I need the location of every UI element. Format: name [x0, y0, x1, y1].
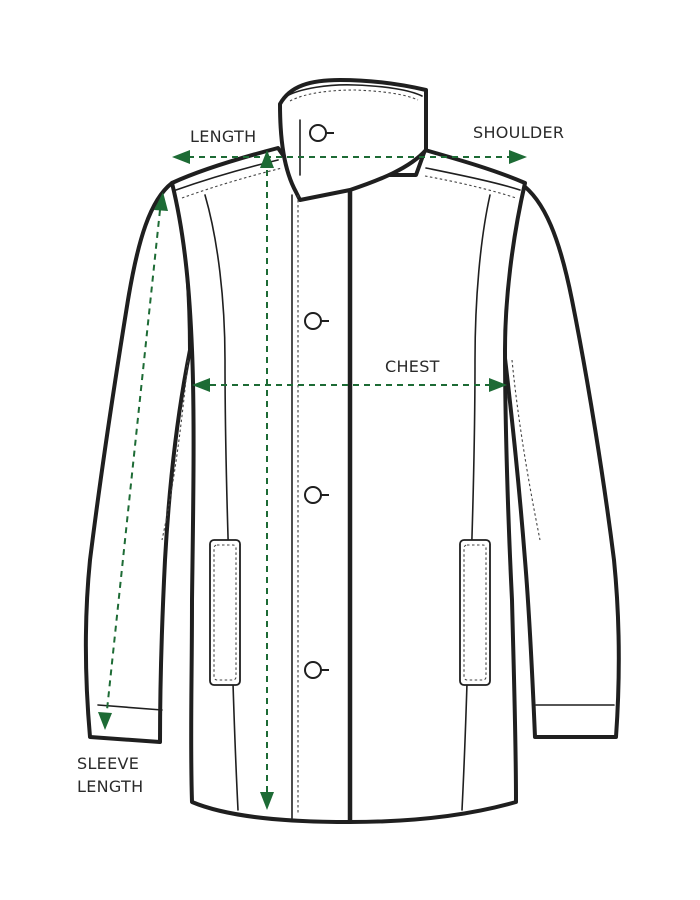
left-side-stitching — [161, 359, 189, 541]
shoulder-label: SHOULDER — [473, 123, 564, 142]
sleeve-measure-line — [106, 209, 161, 711]
right-panel-seam — [461, 194, 491, 811]
length-label: LENGTH — [190, 127, 256, 146]
left-pocket-flap — [209, 539, 241, 686]
sleeve-arrow-bottom — [98, 712, 112, 730]
sleeve-length-label-line1: SLEEVE — [77, 754, 139, 773]
right-sleeve — [502, 181, 621, 739]
right-pocket-stitching — [463, 544, 487, 681]
right-side-stitching — [511, 359, 541, 541]
chest-label: CHEST — [385, 357, 440, 376]
collar-stitching — [289, 89, 419, 102]
shoulder-arrow-right — [509, 150, 527, 164]
right-pocket-flap — [459, 539, 491, 686]
sleeve-length-label-line2: LENGTH — [77, 777, 143, 796]
shoulder-arrow-left — [172, 150, 190, 164]
left-cuff-line — [97, 704, 163, 711]
sleeve-arrow-top — [154, 192, 168, 211]
button-3 — [304, 661, 329, 679]
collar — [278, 78, 428, 202]
button-1 — [304, 312, 329, 330]
left-pocket-stitching — [213, 544, 237, 681]
chest-arrow-left — [192, 378, 210, 392]
left-panel-seam — [204, 194, 239, 811]
chest-arrow-right — [489, 378, 507, 392]
left-sleeve — [83, 181, 192, 744]
button-2 — [304, 486, 329, 504]
length-arrow-top — [260, 150, 274, 168]
left-shoulder-stitching — [181, 167, 283, 199]
right-shoulder-stitching — [424, 175, 517, 199]
length-arrow-bottom — [260, 792, 274, 810]
collar-opening — [284, 84, 423, 98]
button-collar — [309, 124, 334, 142]
right-shoulder-seam — [425, 167, 521, 191]
